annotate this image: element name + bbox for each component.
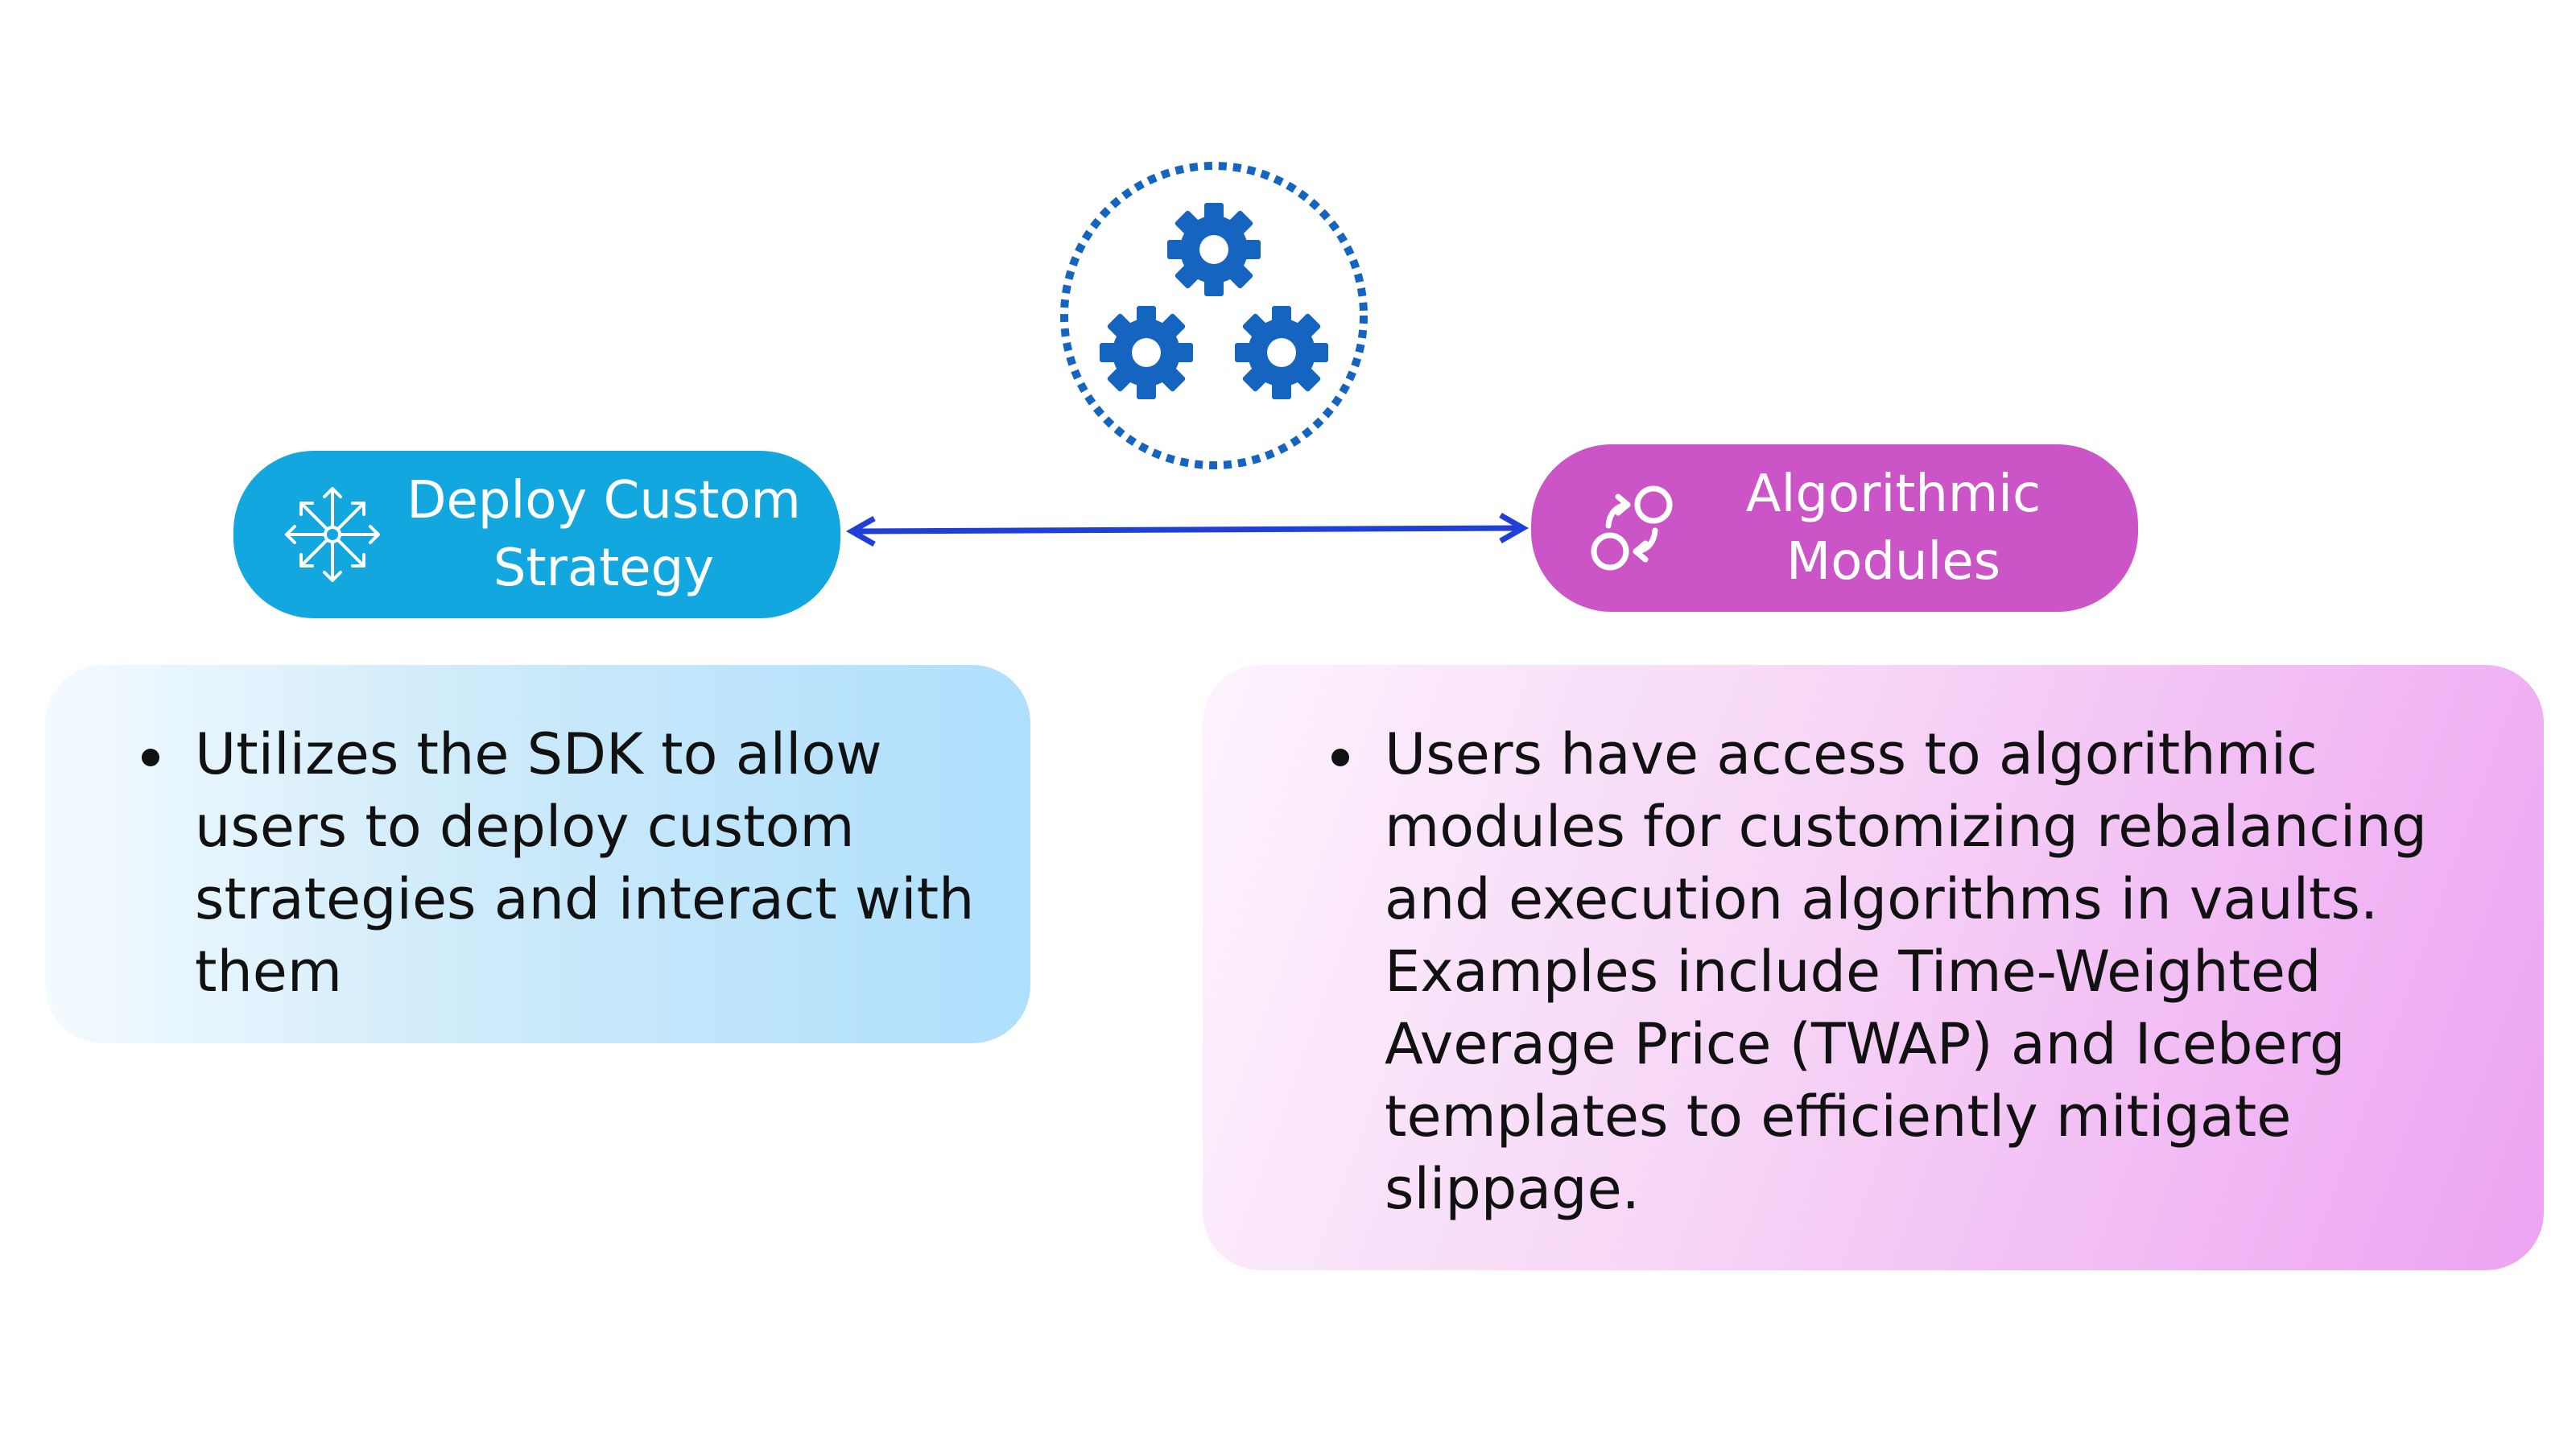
deploy-custom-strategy-pill: Deploy Custom Strategy [233,451,840,618]
expand-arrows-icon [285,487,380,582]
bullet-list: Utilizes the SDK to allow users to deplo… [142,718,1032,1008]
list-item: Users have access to algorithmic modules… [1331,718,2528,1225]
pill-title-line: Modules [1785,532,2001,592]
pill-title-line: Deploy Custom [407,471,801,530]
bullet-icon [142,749,159,766]
bullet-text: Users have access to algorithmic modules… [1385,721,2428,1222]
gear-icon [1100,306,1193,399]
bullet-icon [1331,749,1349,766]
gear-icon [1167,203,1261,296]
pill-title-line: Strategy [493,539,715,598]
algorithmic-modules-pill: Algorithmic Modules [1531,444,2138,612]
algorithmic-modules-card: Users have access to algorithmic modules… [1203,665,2544,1270]
bullet-list: Users have access to algorithmic modules… [1331,718,2528,1225]
pill-title: Algorithmic Modules [1684,460,2103,596]
deploy-custom-strategy-card: Utilizes the SDK to allow users to deplo… [45,665,1030,1043]
pill-title: Deploy Custom Strategy [394,467,813,602]
gear-icon [1235,306,1328,399]
cycle-arrows-icon [1591,485,1673,571]
gears-hub-icon [1060,162,1368,469]
list-item: Utilizes the SDK to allow users to deplo… [142,718,1032,1008]
bullet-text: Utilizes the SDK to allow users to deplo… [195,721,975,1005]
pill-title-line: Algorithmic [1745,464,2041,524]
